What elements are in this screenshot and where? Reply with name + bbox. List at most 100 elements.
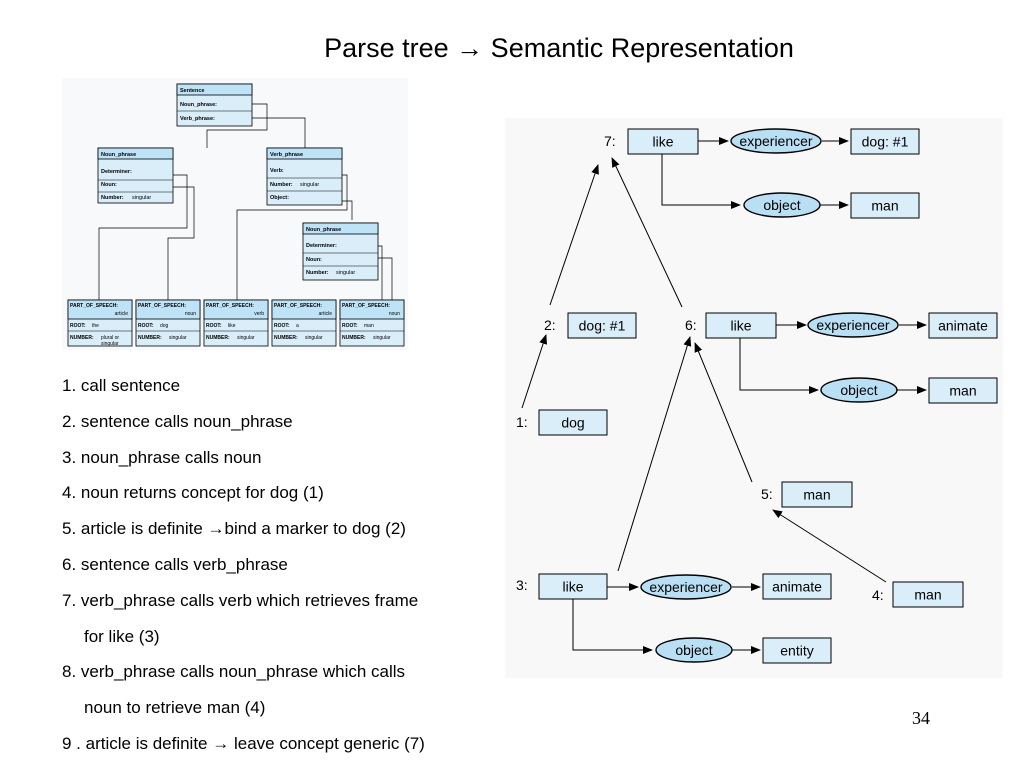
- value-box-label: entity: [780, 643, 813, 659]
- leaf-text: article: [319, 311, 333, 317]
- relation-oval-label: object: [763, 197, 800, 213]
- leaf-text: PART_OF_SPEECH:: [274, 303, 322, 309]
- concept-box: like: [627, 128, 699, 155]
- concept-box: dog: [538, 409, 608, 436]
- leaf-text: singular: [169, 335, 187, 341]
- value-box: man: [928, 377, 998, 404]
- leaf-frames: PART_OF_SPEECH:articleROOT:theNUMBER:plu…: [67, 299, 405, 347]
- leaf-frame: PART_OF_SPEECH:nounROOT:dogNUMBER:singul…: [135, 299, 201, 347]
- concept-box: man: [781, 481, 853, 508]
- noun-phrase-row: Noun:: [306, 257, 322, 263]
- graph-edges: [521, 137, 927, 654]
- node-number-label: 5:: [761, 486, 773, 502]
- value-box: man: [850, 192, 920, 219]
- leaf-text: PART_OF_SPEECH:: [138, 303, 186, 309]
- leaf-text: NUMBER:: [206, 335, 230, 341]
- noun-phrase-value: singular: [132, 195, 151, 201]
- step-item-continuation: for like (3): [84, 626, 160, 646]
- verb-phrase-header: Verb_phrase: [270, 152, 303, 158]
- leaf-text: noun: [389, 311, 400, 317]
- leaf-text: ROOT:: [206, 323, 222, 329]
- step-item: 6. sentence calls verb_phrase: [62, 554, 288, 574]
- node-number-label: 2:: [544, 317, 556, 333]
- step-item: 3. noun_phrase calls noun: [62, 447, 262, 467]
- concept-box: dog: #1: [567, 312, 637, 339]
- step-item-continuation: noun to retrieve man (4): [84, 698, 266, 718]
- node-number-label: 4:: [872, 587, 884, 603]
- slide-title: Parse tree → Semantic Representation: [324, 33, 794, 63]
- noun-phrase-frame: Noun_phrase Determiner: Noun: Number: si…: [97, 147, 174, 204]
- verb-phrase-row: Verb:: [270, 168, 284, 174]
- step-item: 8. verb_phrase calls noun_phrase which c…: [62, 662, 406, 682]
- concept-box-label: like: [730, 318, 751, 334]
- leaf-text: article: [115, 311, 129, 317]
- leaf-text: PART_OF_SPEECH:: [206, 303, 254, 309]
- leaf-text: a: [296, 323, 299, 329]
- relation-oval-label: experiencer: [649, 579, 722, 595]
- concept-box-label: man: [803, 487, 830, 503]
- noun-phrase-frame: Noun_phrase Determiner: Noun: Number: si…: [302, 222, 379, 281]
- sentence-row: Noun_phrase:: [180, 102, 217, 108]
- node-number-label: 3:: [516, 577, 528, 593]
- concept-box-label: man: [914, 587, 941, 603]
- leaf-text: NUMBER:: [70, 335, 94, 341]
- relation-oval: object: [743, 192, 821, 218]
- step-item: 1. call sentence: [62, 376, 181, 395]
- relation-oval-label: object: [840, 382, 877, 398]
- leaf-frame: PART_OF_SPEECH:nounROOT:manNUMBER:singul…: [339, 299, 405, 347]
- page-number: 34: [912, 708, 930, 728]
- relation-oval: experiencer: [807, 312, 899, 338]
- step-item: 2. sentence calls noun_phrase: [62, 411, 293, 431]
- relation-oval-label: experiencer: [739, 133, 812, 149]
- concept-box: man: [892, 581, 964, 608]
- leaf-text: man: [364, 323, 374, 329]
- step-item: 7. verb_phrase calls verb which retrieve…: [62, 590, 419, 610]
- relation-oval-label: experiencer: [816, 317, 889, 333]
- node-number-label: 7:: [604, 133, 616, 149]
- leaf-text: ROOT:: [342, 323, 358, 329]
- node-number-label: 1:: [516, 414, 528, 430]
- leaf-text: dog: [160, 323, 169, 329]
- relation-oval: experiencer: [640, 574, 732, 600]
- leaf-text: verb: [254, 311, 264, 317]
- value-box: animate: [928, 312, 998, 339]
- concept-box-label: like: [652, 134, 673, 150]
- value-box-label: man: [949, 383, 976, 399]
- value-box: entity: [762, 637, 832, 664]
- noun-phrase-header: Noun_phrase: [306, 227, 341, 233]
- leaf-text: the: [92, 323, 99, 329]
- concept-box-label: dog: #1: [579, 318, 626, 334]
- concept-box: like: [705, 312, 777, 339]
- relation-oval: object: [820, 377, 898, 403]
- value-box-label: animate: [938, 318, 988, 334]
- concept-box-label: like: [562, 579, 583, 595]
- leaf-text: singular: [373, 335, 391, 341]
- relation-oval: object: [655, 637, 733, 663]
- noun-phrase-row: Noun:: [101, 182, 117, 188]
- value-box-label: dog: #1: [862, 134, 909, 150]
- parse-tree-diagram: Sentence Noun_phrase: Verb_phrase: Noun_…: [62, 78, 408, 350]
- leaf-text: PART_OF_SPEECH:: [342, 303, 390, 309]
- step-item: 4. noun returns concept for dog (1): [62, 483, 324, 503]
- verb-phrase-row: Object:: [270, 195, 289, 201]
- noun-phrase-row: Number:: [101, 195, 124, 201]
- sentence-frame: Sentence Noun_phrase: Verb_phrase:: [176, 83, 253, 127]
- node-number-label: 6:: [685, 317, 697, 333]
- sentence-header: Sentence: [180, 88, 204, 94]
- verb-phrase-row: Number:: [270, 182, 293, 188]
- value-box-label: animate: [772, 579, 822, 595]
- leaf-text: like: [228, 323, 236, 329]
- step-item: 5. article is definite →bind a marker to…: [62, 519, 406, 539]
- leaf-text: singular: [237, 335, 255, 341]
- leaf-text: noun: [185, 311, 196, 317]
- value-box: dog: #1: [850, 128, 920, 155]
- noun-phrase-row: Number:: [306, 270, 329, 276]
- semantic-graph-diagram: 7: like experiencer dog: #1 object man 2: dog: …: [505, 118, 1003, 678]
- concept-box: like: [538, 573, 608, 600]
- noun-phrase-value: singular: [336, 270, 355, 276]
- graph-nodes: 7: like experiencer dog: #1 object man 2: dog: …: [516, 128, 998, 664]
- verb-phrase-value: singular: [300, 182, 319, 188]
- leaf-frame: PART_OF_SPEECH:articleROOT:aNUMBER:singu…: [271, 299, 337, 347]
- noun-phrase-row: Determiner:: [101, 169, 132, 175]
